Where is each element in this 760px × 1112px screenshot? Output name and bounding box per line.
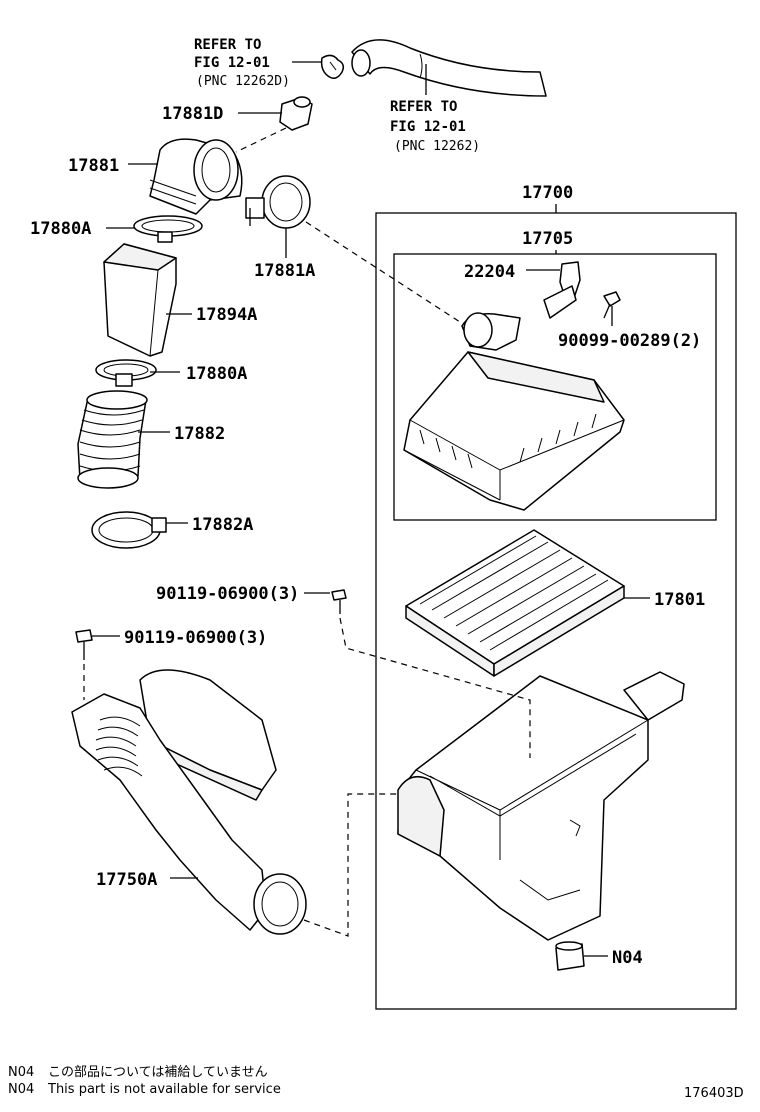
part-17881A: 17881A [245,175,461,323]
label-17880A-mid: 17880A [186,364,247,384]
note-jp-code: N04 [8,1065,34,1080]
part-17801: 17801 [405,529,705,677]
part-17881D: 17881D [162,96,313,153]
label-90119-b: 90119-06900(3) [124,628,267,648]
label-17880A-top: 17880A [30,219,91,239]
label-N04: N04 [612,948,643,968]
ref-ul-line3: (PNC 12262D) [196,74,290,89]
cleaner-case-part [397,671,685,941]
reference-upper-right: REFER TO FIG 12-01 (PNC 12262) [390,64,480,154]
part-17882A: 17882A [91,511,253,549]
part-17894A: 17894A [103,243,257,357]
assembly-17705-frame [393,253,717,521]
ref-ur-line1: REFER TO [390,99,457,115]
ref-ur-line3: (PNC 12262) [394,139,480,154]
label-22204: 22204 [464,262,515,282]
cleaner-cap-part [403,312,625,511]
label-17750A: 17750A [96,870,157,890]
note-jp-text: この部品については補給していません [48,1065,268,1080]
part-90099-screw: 90099-00289(2) [558,291,701,351]
ref-ul-line2: FIG 12-01 [194,55,270,71]
label-17894A: 17894A [196,305,257,325]
label-17705: 17705 [522,229,573,249]
part-17880A-mid: 17880A [95,359,247,387]
label-17801: 17801 [654,590,705,610]
part-17882: 17882 [77,390,225,489]
assembly-17700-frame [375,212,737,1010]
breather-hose-part [351,39,547,97]
label-90119-a: 90119-06900(3) [156,584,299,604]
label-17881D: 17881D [162,104,223,124]
label-17882: 17882 [174,424,225,444]
part-17880A-top: 17880A [30,215,203,243]
hose-clip-part [320,54,345,79]
part-17881: 17881 [68,138,243,215]
label-17881A: 17881A [254,261,315,281]
figure-id: 176403D [684,1086,744,1101]
label-17881: 17881 [68,156,119,176]
part-22204: 22204 [464,261,581,319]
bolt-90119-right: 90119-06900(3) [156,584,531,758]
label-17700: 17700 [522,183,573,203]
assembly-17705: 17705 [393,229,717,521]
reference-upper-left: REFER TO FIG 12-01 (PNC 12262D) [194,37,322,89]
part-N04: N04 [555,941,643,971]
label-17882A: 17882A [192,515,253,535]
note-en-text: This part is not available for service [47,1082,281,1097]
label-90099: 90099-00289(2) [558,331,701,351]
part-17750A: 17750A [71,669,400,937]
note-en-code: N04 [8,1082,34,1097]
ref-ur-line2: FIG 12-01 [390,119,466,135]
footer-notes: N04 この部品については補給していません N04 This part is n… [8,1065,744,1101]
ref-ul-line1: REFER TO [194,37,261,53]
bolt-90119-left: 90119-06900(3) [75,628,267,700]
assembly-17700: 17700 [375,183,737,1010]
